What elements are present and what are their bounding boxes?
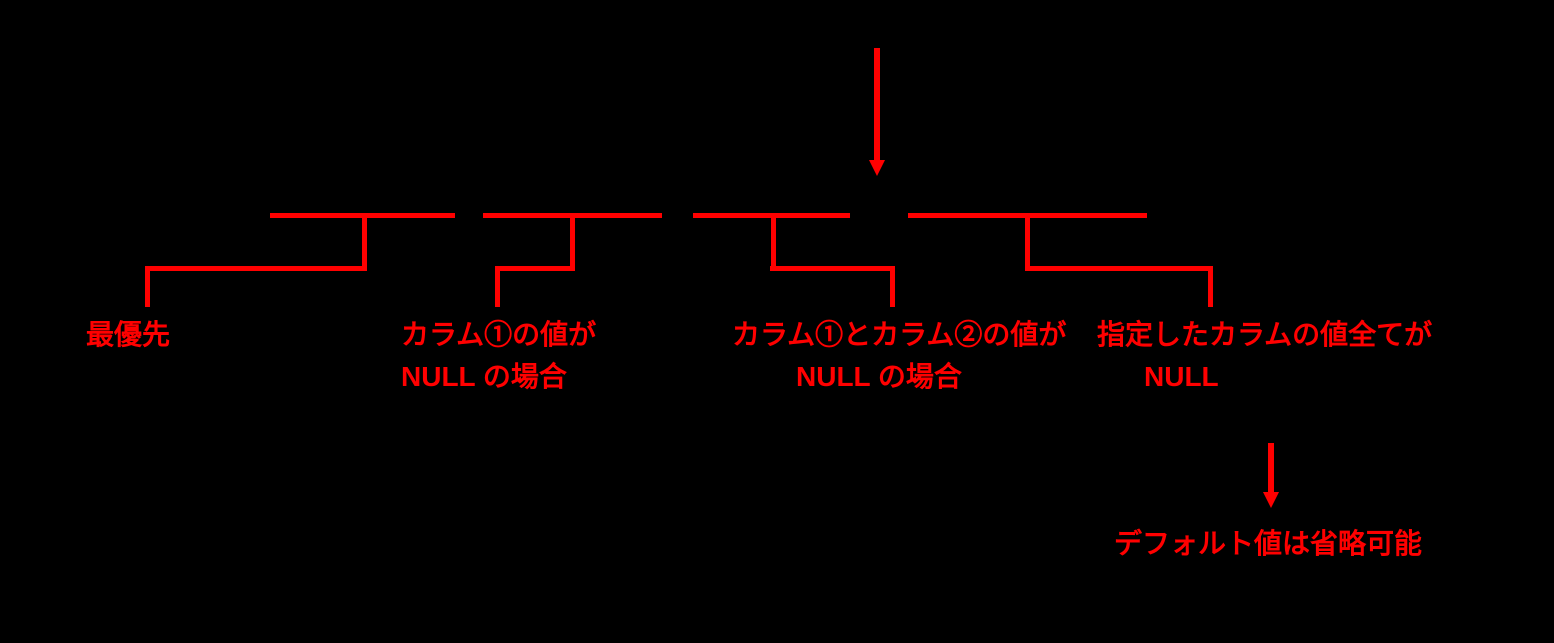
bracket-lower-line-1 [145,266,367,271]
bracket-connector-3 [771,213,776,271]
callout-column1-null-line1: カラム①の値が [401,319,597,350]
callout-highest-priority: 最優先 [86,319,171,350]
bracket-connector-2 [570,213,575,271]
bracket-lower-line-3 [770,266,895,271]
arrow-head [869,160,885,176]
callout-all-columns-null-line1: 指定したカラムの値全てが [1097,319,1433,350]
bracket-lower-line-2 [495,266,575,271]
callout-default-optional: デフォルト値は省略可能 [1114,528,1423,559]
bracket-lower-line-4 [1025,266,1213,271]
arrow-shaft [874,48,880,161]
callout-connector-3 [890,266,895,307]
callout-connector-4 [1208,266,1213,307]
arrow-shaft [1268,443,1274,493]
bracket-connector-4 [1025,213,1030,271]
callout-column1-column2-null-line1: カラム①とカラム②の値が [732,319,1067,350]
callout-column1-null-line2: NULL の場合 [401,361,567,392]
callout-connector-1 [145,266,150,307]
arrow-head [1263,492,1279,508]
callout-connector-2 [495,266,500,307]
callout-all-columns-null-line2: NULL [1144,361,1219,392]
callout-column1-column2-null-line2: NULL の場合 [796,361,962,392]
bracket-connector-1 [362,213,367,271]
